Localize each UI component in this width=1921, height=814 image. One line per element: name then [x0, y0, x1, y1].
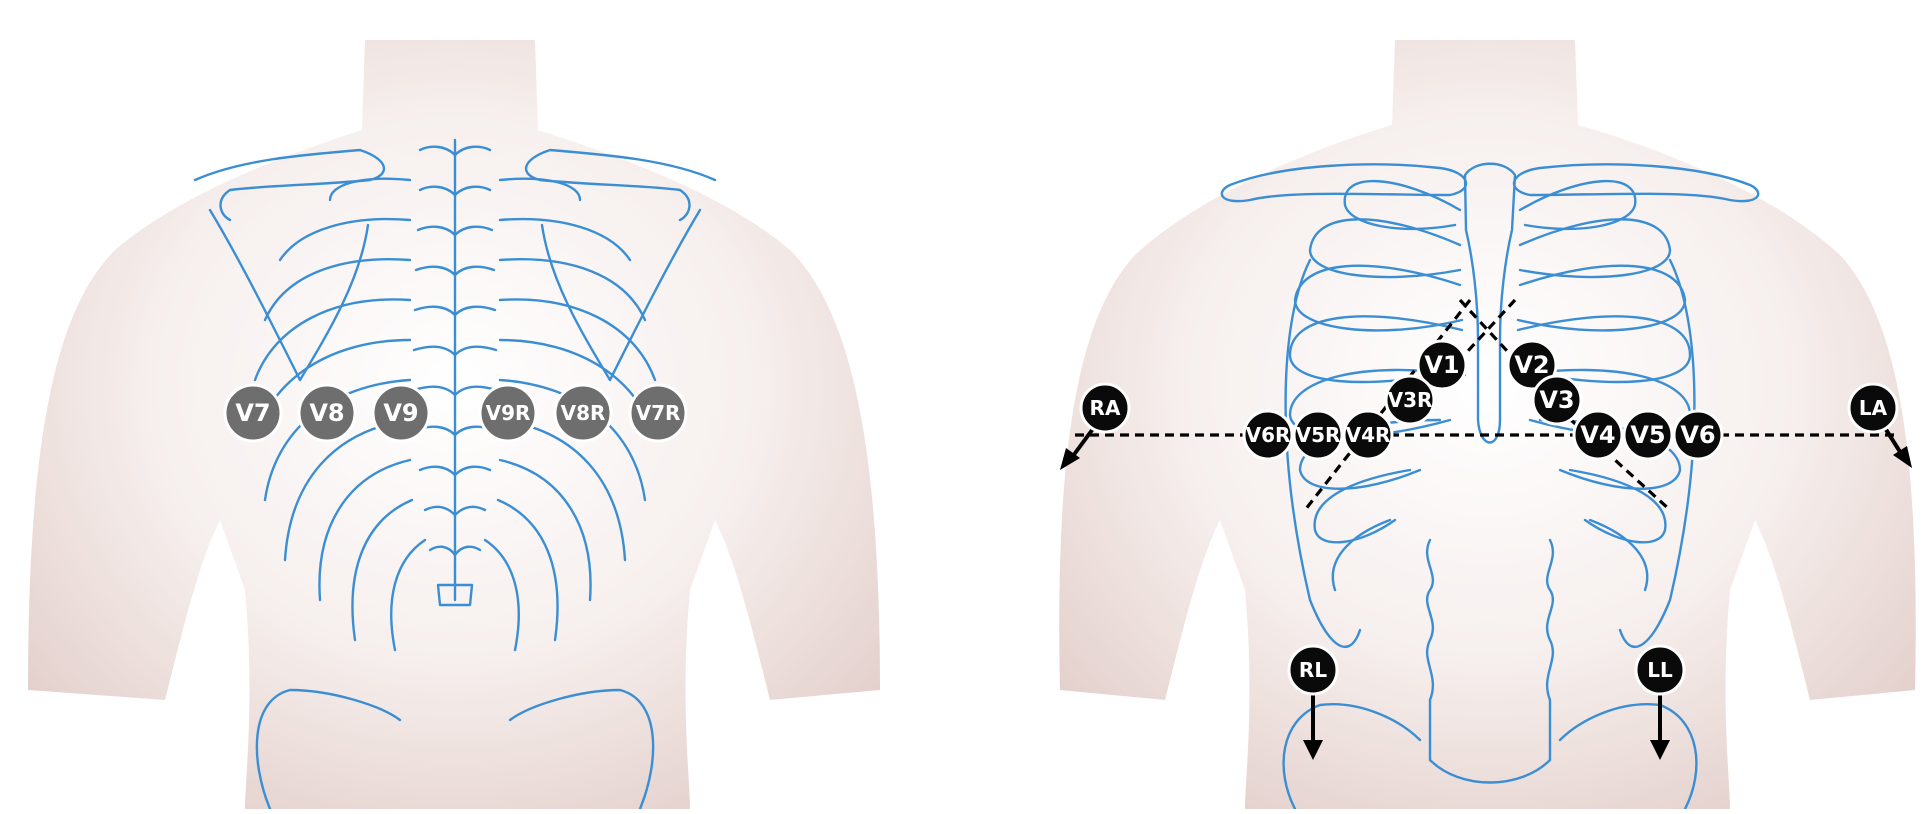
- electrode-v6-label: V6: [1680, 421, 1715, 449]
- electrode-v4r: V4R: [1344, 411, 1392, 459]
- electrode-v9r: V9R: [480, 385, 536, 441]
- anterior-view: RA LA V1 V2 V3R V3: [1059, 40, 1915, 809]
- electrode-la-label: LA: [1859, 396, 1888, 420]
- electrode-v3r: V3R: [1386, 376, 1434, 424]
- posterior-view: V7 V8 V9 V9R V8R V7R: [28, 40, 880, 809]
- electrode-ll-label: LL: [1647, 658, 1673, 682]
- anterior-body-silhouette: [1059, 40, 1915, 809]
- electrode-rl: RL: [1289, 646, 1337, 694]
- electrode-v5: V5: [1624, 411, 1672, 459]
- electrode-v5-label: V5: [1630, 421, 1665, 449]
- electrode-la: LA: [1849, 384, 1897, 432]
- electrode-v1-label: V1: [1424, 351, 1459, 379]
- electrode-v8: V8: [299, 385, 355, 441]
- electrode-v3r-label: V3R: [1388, 388, 1433, 412]
- electrode-v5r: V5R: [1294, 411, 1342, 459]
- electrode-v6: V6: [1674, 411, 1722, 459]
- electrode-v4r-label: V4R: [1346, 423, 1391, 447]
- electrode-v5r-label: V5R: [1296, 423, 1341, 447]
- electrode-v2-label: V2: [1514, 351, 1549, 379]
- electrode-v7-label: V7: [235, 399, 270, 427]
- electrode-rl-label: RL: [1299, 658, 1327, 682]
- electrode-ra: RA: [1081, 384, 1129, 432]
- electrode-ra-label: RA: [1090, 396, 1121, 420]
- electrode-v7r: V7R: [630, 385, 686, 441]
- electrode-v3: V3: [1533, 376, 1581, 424]
- electrode-v8-label: V8: [309, 399, 344, 427]
- electrode-v6r: V6R: [1244, 411, 1292, 459]
- electrode-v8r-label: V8R: [561, 401, 606, 425]
- electrode-v6r-label: V6R: [1246, 423, 1291, 447]
- electrode-v4-label: V4: [1580, 421, 1615, 449]
- electrode-v9: V9: [373, 385, 429, 441]
- electrode-v3-label: V3: [1539, 386, 1574, 414]
- electrode-v8r: V8R: [555, 385, 611, 441]
- electrode-v9r-label: V9R: [486, 401, 531, 425]
- electrode-v7: V7: [225, 385, 281, 441]
- electrode-v4: V4: [1574, 411, 1622, 459]
- electrode-ll: LL: [1636, 646, 1684, 694]
- electrode-v9-label: V9: [383, 399, 418, 427]
- electrode-v7r-label: V7R: [636, 401, 681, 425]
